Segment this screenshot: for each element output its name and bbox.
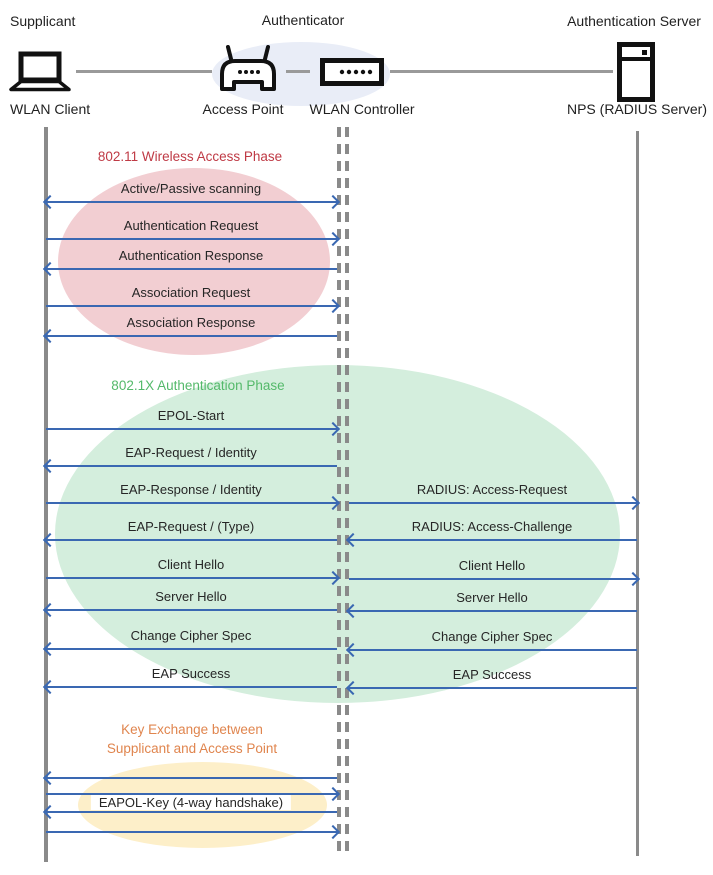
message-label: Client Hello bbox=[458, 558, 526, 573]
label-wlan-controller: WLAN Controller bbox=[309, 101, 415, 117]
wlan-controller-icon bbox=[320, 58, 384, 86]
message-arrow-left bbox=[345, 642, 637, 658]
message-arrow-right bbox=[349, 495, 641, 511]
message-arrow-left bbox=[42, 261, 337, 277]
link-ap-to-controller bbox=[286, 70, 310, 73]
phase-title-8021x: 802.1X Authentication Phase bbox=[111, 378, 285, 393]
message-arrow-left bbox=[42, 328, 337, 344]
message-arrow-right bbox=[46, 570, 341, 586]
message-arrow-left bbox=[42, 770, 337, 786]
message-label: Change Cipher Spec bbox=[130, 628, 252, 643]
message-label: Server Hello bbox=[456, 590, 528, 605]
message-arrow-right bbox=[46, 495, 341, 511]
message-arrow-left bbox=[42, 532, 337, 548]
message-label: EAP Success bbox=[151, 666, 231, 681]
role-authenticator: Authenticator bbox=[261, 12, 345, 28]
label-nps-radius-server: NPS (RADIUS Server) bbox=[566, 101, 708, 117]
message-arrow-left bbox=[345, 603, 637, 619]
message-label: EAPOL-Key (4-way handshake) bbox=[90, 795, 292, 810]
link-client-to-ap bbox=[76, 70, 212, 73]
message-arrow-right bbox=[349, 571, 641, 587]
message-label: EAP-Request / Identity bbox=[125, 445, 257, 460]
message-arrow-left bbox=[42, 679, 337, 695]
message-label: RADIUS: Access-Request bbox=[416, 482, 568, 497]
message-arrow-left bbox=[42, 602, 337, 618]
lifeline-access-point bbox=[337, 127, 341, 857]
phase-title-80211: 802.11 Wireless Access Phase bbox=[97, 149, 283, 164]
message-arrow-left bbox=[42, 641, 337, 657]
message-arrow-left bbox=[345, 680, 637, 696]
message-label: Server Hello bbox=[155, 589, 227, 604]
message-arrow-left bbox=[345, 532, 637, 548]
message-arrow-right bbox=[46, 786, 341, 802]
message-arrow-both bbox=[42, 194, 341, 210]
message-arrow-right bbox=[46, 298, 341, 314]
role-supplicant: Supplicant bbox=[10, 13, 76, 29]
lifeline-wlan-controller bbox=[345, 127, 349, 857]
phase-ellipse-80211 bbox=[58, 168, 330, 355]
message-arrow-right bbox=[46, 231, 341, 247]
message-arrow-right bbox=[46, 824, 341, 840]
message-arrow-left bbox=[42, 458, 337, 474]
message-label: Client Hello bbox=[157, 557, 225, 572]
message-label: RADIUS: Access-Challenge bbox=[411, 519, 573, 534]
lifeline-radius-server bbox=[636, 131, 639, 856]
link-controller-to-server bbox=[390, 70, 613, 73]
lifeline-wlan-client bbox=[44, 127, 48, 862]
laptop-icon bbox=[9, 51, 71, 92]
phase-title-key-exchange: Key Exchange between Supplicant and Acce… bbox=[106, 722, 278, 756]
message-label: EPOL-Start bbox=[157, 408, 225, 423]
label-wlan-client: WLAN Client bbox=[10, 101, 91, 117]
message-label: Active/Passive scanning bbox=[120, 181, 262, 196]
message-arrow-left bbox=[42, 804, 337, 820]
message-label: Association Response bbox=[126, 315, 256, 330]
message-label: EAP-Response / Identity bbox=[120, 482, 262, 497]
access-point-icon bbox=[220, 45, 276, 91]
message-label: Authentication Response bbox=[118, 248, 264, 263]
message-label: Authentication Request bbox=[123, 218, 259, 233]
role-authentication-server: Authentication Server bbox=[567, 13, 701, 29]
message-label: EAP-Request / (Type) bbox=[127, 519, 255, 534]
message-label: Change Cipher Spec bbox=[431, 629, 553, 644]
message-label: EAP Success bbox=[452, 667, 532, 682]
server-icon bbox=[617, 42, 655, 102]
message-arrow-right bbox=[46, 421, 341, 437]
label-access-point: Access Point bbox=[202, 101, 284, 117]
message-label: Association Request bbox=[131, 285, 251, 300]
